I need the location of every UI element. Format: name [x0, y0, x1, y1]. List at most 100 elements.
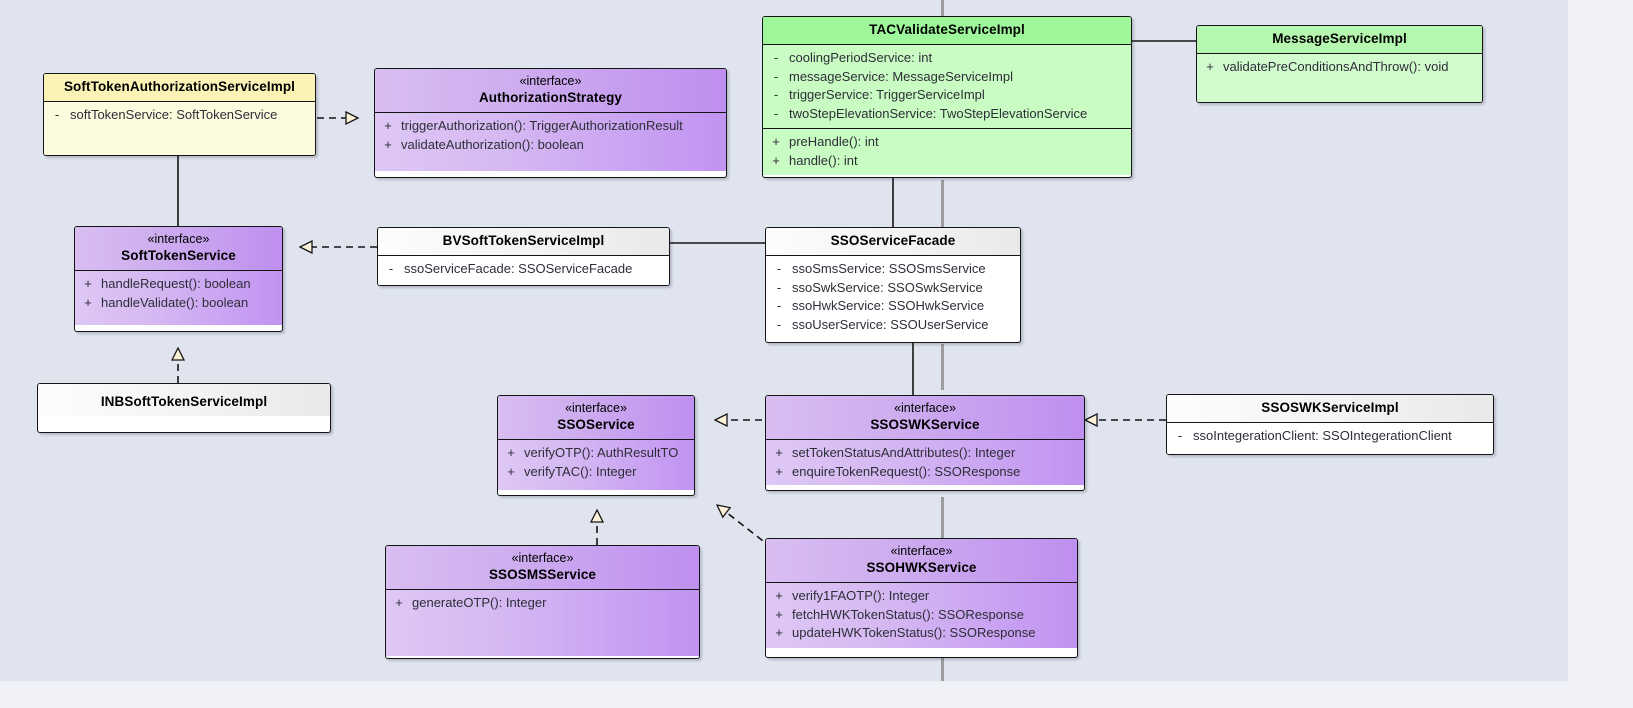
attribute-signature: ssoHwkService: SSOHwkService	[792, 298, 985, 314]
class-node-soft-token-service[interactable]: «interface» SoftTokenService + handleReq…	[74, 226, 283, 332]
attribute-row: - ssoServiceFacade: SSOServiceFacade	[378, 260, 669, 279]
visibility-marker: -	[388, 261, 394, 277]
class-header: «interface» AuthorizationStrategy	[375, 69, 726, 113]
class-node-message-service-impl[interactable]: MessageServiceImpl + validatePreConditio…	[1196, 25, 1483, 103]
class-name: SSOServiceFacade	[830, 233, 956, 248]
compartment-divider	[763, 128, 1131, 130]
class-node-inb-soft-token-service-impl[interactable]: INBSoftTokenServiceImpl	[37, 383, 331, 433]
visibility-marker: +	[507, 445, 515, 461]
compartment-divider	[1167, 422, 1493, 424]
compartment-divider	[386, 589, 699, 591]
class-node-soft-token-authorization-service-impl[interactable]: SoftTokenAuthorizationServiceImpl - soft…	[43, 73, 316, 156]
operation-row: + handleValidate(): boolean	[75, 294, 282, 313]
class-header: BVSoftTokenServiceImpl	[378, 228, 669, 256]
class-header: «interface» SoftTokenService	[75, 227, 282, 271]
attribute-signature: coolingPeriodService: int	[789, 50, 933, 66]
class-node-bv-soft-token-service-impl[interactable]: BVSoftTokenServiceImpl - ssoServiceFacad…	[377, 227, 670, 286]
class-header: TACValidateServiceImpl	[763, 17, 1131, 45]
page-gutter-bottom	[0, 681, 1633, 708]
attributes-compartment: - ssoSmsService: SSOSmsService - ssoSwkS…	[766, 256, 1020, 340]
visibility-marker: +	[395, 595, 403, 611]
attribute-row: - triggerService: TriggerServiceImpl	[763, 86, 1131, 105]
visibility-marker: -	[54, 107, 60, 123]
visibility-marker: +	[384, 118, 392, 134]
class-name: TACValidateServiceImpl	[869, 22, 1025, 37]
stereotype-label: «interface»	[565, 401, 627, 415]
operation-signature: validateAuthorization(): boolean	[401, 136, 584, 152]
operations-compartment: + validatePreConditionsAndThrow(): void	[1197, 54, 1482, 102]
page-guide-line-mid	[941, 180, 944, 228]
operations-compartment: + verifyOTP(): AuthResultTO + verifyTAC(…	[498, 440, 694, 491]
operation-row: + verify1FAOTP(): Integer	[766, 587, 1077, 606]
class-header: MessageServiceImpl	[1197, 26, 1482, 54]
class-header: «interface» SSOSWKService	[766, 396, 1084, 440]
attribute-row: - twoStepElevationService: TwoStepElevat…	[763, 105, 1131, 124]
page-guide-line-foot	[941, 654, 944, 681]
compartment-divider	[498, 439, 694, 441]
class-name: MessageServiceImpl	[1272, 31, 1407, 46]
visibility-marker: -	[773, 50, 779, 66]
attributes-compartment: - ssoServiceFacade: SSOServiceFacade	[378, 256, 669, 285]
attribute-row: - ssoSwkService: SSOSwkService	[766, 279, 1020, 298]
class-header: «interface» SSOService	[498, 396, 694, 440]
class-name: SSOSWKServiceImpl	[1261, 400, 1399, 415]
class-node-sso-service[interactable]: «interface» SSOService + verifyOTP(): Au…	[497, 395, 695, 496]
operations-compartment: + setTokenStatusAndAttributes(): Integer…	[766, 440, 1084, 486]
class-header: INBSoftTokenServiceImpl	[38, 384, 330, 417]
class-name: SSOService	[557, 417, 635, 432]
page-guide-line-bottom	[941, 497, 944, 541]
visibility-marker: +	[1206, 59, 1214, 75]
operation-row: + updateHWKTokenStatus(): SSOResponse	[766, 624, 1077, 643]
class-node-sso-sms-service[interactable]: «interface» SSOSMSService + generateOTP(…	[385, 545, 700, 659]
attribute-signature: softTokenService: SoftTokenService	[70, 107, 278, 123]
operation-signature: validatePreConditionsAndThrow(): void	[1223, 59, 1449, 75]
attribute-signature: twoStepElevationService: TwoStepElevatio…	[789, 105, 1088, 121]
visibility-marker: +	[384, 136, 392, 152]
visibility-marker: +	[772, 152, 780, 168]
visibility-marker: +	[84, 294, 92, 310]
class-node-sso-hwk-service[interactable]: «interface» SSOHWKService + verify1FAOTP…	[765, 538, 1078, 658]
attribute-signature: ssoSwkService: SSOSwkService	[792, 279, 983, 295]
class-node-tac-validate-service-impl[interactable]: TACValidateServiceImpl - coolingPeriodSe…	[762, 16, 1132, 178]
operation-signature: verifyTAC(): Integer	[524, 463, 637, 479]
operation-signature: fetchHWKTokenStatus(): SSOResponse	[792, 606, 1024, 622]
class-header: SSOSWKServiceImpl	[1167, 395, 1493, 423]
attribute-signature: ssoIntegerationClient: SSOIntegerationCl…	[1193, 428, 1452, 444]
visibility-marker: +	[775, 463, 783, 479]
attributes-compartment: - softTokenService: SoftTokenService	[44, 102, 315, 155]
attribute-signature: messageService: MessageServiceImpl	[789, 68, 1013, 84]
stereotype-label: «interface»	[147, 232, 210, 246]
class-node-sso-swk-service[interactable]: «interface» SSOSWKService + setTokenStat…	[765, 395, 1085, 491]
class-node-sso-swk-service-impl[interactable]: SSOSWKServiceImpl - ssoIntegerationClien…	[1166, 394, 1494, 455]
stereotype-label: «interface»	[511, 551, 574, 565]
visibility-marker: +	[775, 625, 783, 641]
class-header: SSOServiceFacade	[766, 228, 1020, 256]
compartment-divider	[44, 101, 315, 103]
operation-row: + verifyOTP(): AuthResultTO	[498, 444, 694, 463]
compartment-divider	[763, 44, 1131, 46]
class-node-authorization-strategy[interactable]: «interface» AuthorizationStrategy + trig…	[374, 68, 727, 178]
visibility-marker: -	[776, 316, 782, 332]
class-name: BVSoftTokenServiceImpl	[442, 233, 605, 248]
operation-row: + setTokenStatusAndAttributes(): Integer	[766, 444, 1084, 463]
operation-row: + handleRequest(): boolean	[75, 275, 282, 294]
class-name: AuthorizationStrategy	[478, 90, 623, 105]
operations-compartment: + verify1FAOTP(): Integer + fetchHWKToke…	[766, 583, 1077, 649]
stereotype-label: «interface»	[894, 401, 956, 415]
operation-row: + generateOTP(): Integer	[386, 594, 699, 613]
operation-signature: triggerAuthorization(): TriggerAuthoriza…	[401, 118, 683, 134]
attribute-row: - ssoHwkService: SSOHwkService	[766, 297, 1020, 316]
class-name: SoftTokenAuthorizationServiceImpl	[63, 79, 296, 94]
attribute-signature: ssoUserService: SSOUserService	[792, 316, 989, 332]
operation-signature: updateHWKTokenStatus(): SSOResponse	[792, 625, 1036, 641]
visibility-marker: +	[772, 134, 780, 150]
attribute-row: - coolingPeriodService: int	[763, 49, 1131, 68]
operation-signature: setTokenStatusAndAttributes(): Integer	[792, 445, 1016, 461]
class-name: SSOHWKService	[866, 560, 977, 575]
attribute-row: - softTokenService: SoftTokenService	[44, 106, 315, 125]
stereotype-label: «interface»	[890, 544, 953, 558]
visibility-marker: +	[507, 463, 515, 479]
class-node-sso-service-facade[interactable]: SSOServiceFacade - ssoSmsService: SSOSms…	[765, 227, 1021, 343]
page-guide-line-mid2	[941, 344, 944, 390]
